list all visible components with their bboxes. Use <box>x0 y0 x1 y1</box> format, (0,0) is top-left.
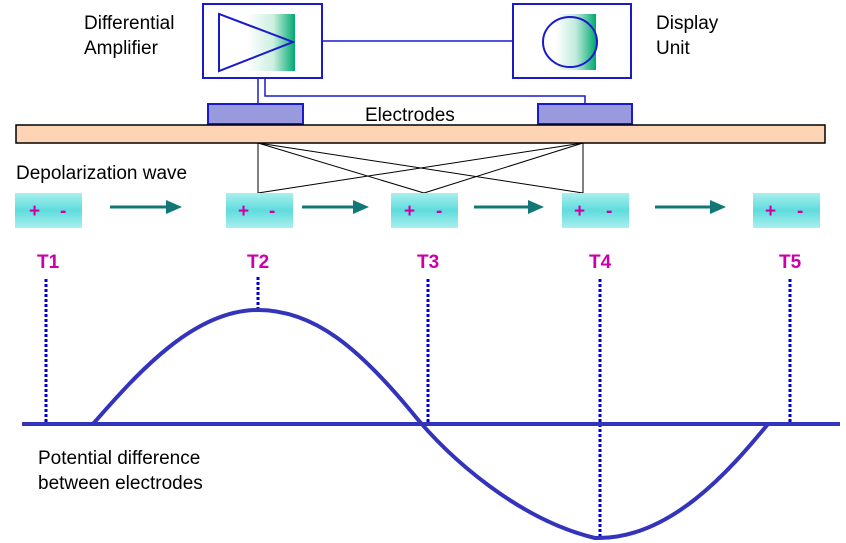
display-label-line1: Display <box>656 13 719 34</box>
cell-plus: + <box>29 201 40 222</box>
arrow-right-icon <box>655 200 726 214</box>
time-markers <box>44 277 792 538</box>
time-label-t1: T1 <box>37 252 60 273</box>
cell-t1: + - <box>15 193 82 228</box>
arrow-right-icon <box>474 200 544 214</box>
cell-minus: - <box>436 201 442 222</box>
amplifier-label-line2: Amplifier <box>84 38 159 59</box>
cell-t5: + - <box>753 193 820 228</box>
cell-plus: + <box>238 201 249 222</box>
potential-wave <box>91 307 770 541</box>
display-unit <box>512 3 632 79</box>
electrode-right <box>537 103 633 125</box>
cell-plus: + <box>404 201 415 222</box>
cell-minus: - <box>797 201 803 222</box>
cell-plus: + <box>765 201 776 222</box>
time-label-t2: T2 <box>247 252 269 273</box>
cell-minus: - <box>269 201 275 222</box>
time-label-t3: T3 <box>417 252 439 273</box>
display-label-line2: Unit <box>656 38 691 59</box>
amplifier-triangle-icon <box>218 12 296 73</box>
arrow-right-icon <box>110 200 182 214</box>
arrow-right-icon <box>302 200 369 214</box>
cell-t4: + - <box>562 193 629 228</box>
time-label-t5: T5 <box>779 252 802 273</box>
cell-minus: - <box>60 201 66 222</box>
display-circle-icon <box>542 16 598 68</box>
cell-plus: + <box>574 201 585 222</box>
electrodes-label: Electrodes <box>365 105 455 126</box>
cell-t2: + - <box>226 193 293 228</box>
depolarization-wave-label: Depolarization wave <box>16 163 187 184</box>
cell-t3: + - <box>391 193 458 228</box>
time-label-t4: T4 <box>589 252 612 273</box>
electrode-left <box>207 103 304 125</box>
potential-label-line1: Potential difference <box>38 448 200 469</box>
cell-minus: - <box>606 201 612 222</box>
electrode-wires <box>257 78 586 104</box>
amplifier-label-line1: Differential <box>84 13 174 34</box>
propagation-arrows <box>110 200 726 214</box>
tissue-strip <box>15 124 826 144</box>
electrode-projection-lines <box>257 142 584 194</box>
differential-amplifier <box>202 3 323 79</box>
potential-label-line2: between electrodes <box>38 473 203 494</box>
